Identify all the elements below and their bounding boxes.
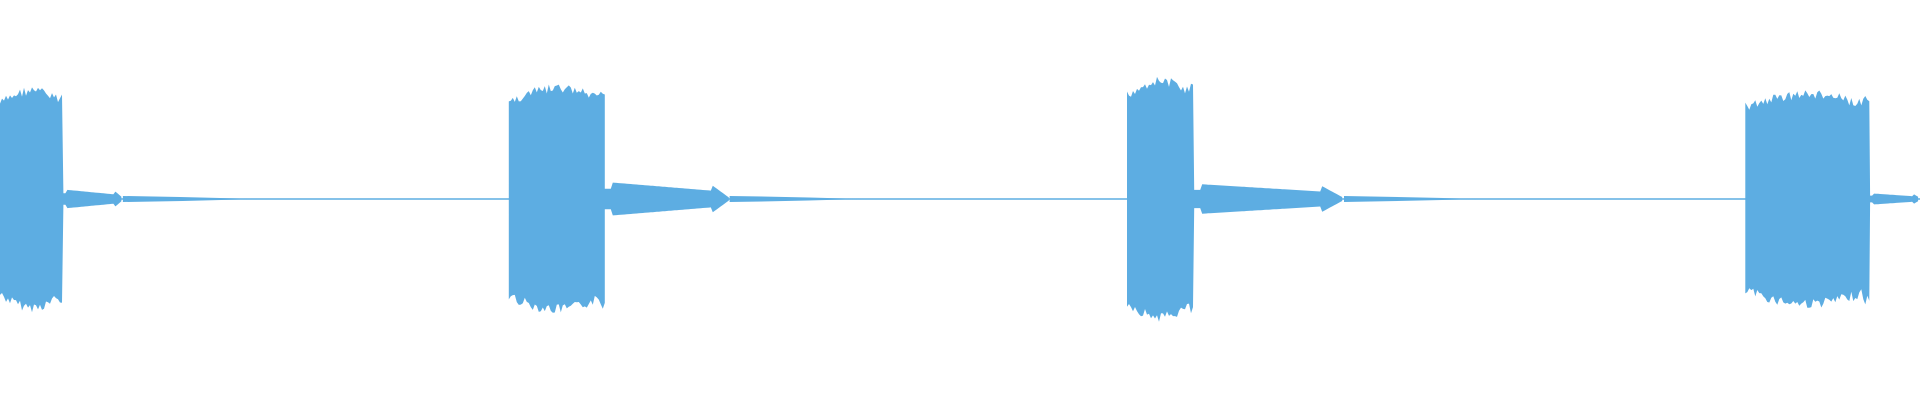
burst-2-tail [729,196,864,202]
burst-1-tail [122,196,258,202]
burst-4 [1745,90,1919,308]
burst-1 [0,87,122,313]
waveform-bursts [0,76,1919,322]
burst-3 [1127,76,1343,322]
burst-2 [508,84,729,313]
burst-3-tail [1344,196,1479,202]
